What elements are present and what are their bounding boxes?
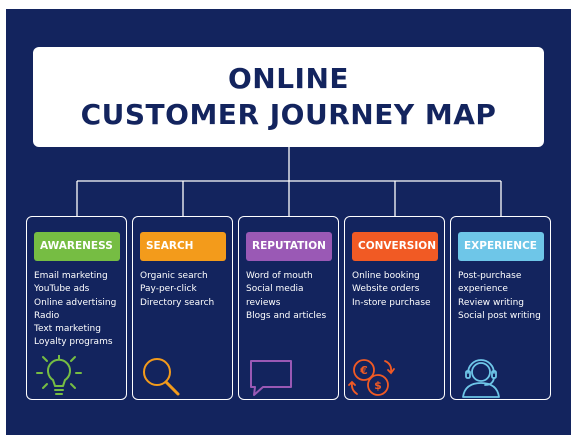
title-box: ONLINE CUSTOMER JOURNEY MAP: [33, 47, 544, 147]
stage-items-reputation: Word of mouth Social media reviews Blogs…: [246, 270, 338, 323]
list-item: Loyalty programs: [34, 337, 113, 348]
list-item: Online booking: [352, 271, 420, 281]
stage-label-awareness: AWARENESS: [34, 232, 120, 261]
lightbulb-icon: [36, 355, 82, 395]
list-item: Blogs and articles: [246, 310, 327, 321]
stage-card-search: SEARCH Organic search Pay-per-click Dire…: [132, 216, 233, 400]
stage-label-experience: EXPERIENCE: [458, 232, 544, 261]
list-item: Directory search: [140, 297, 215, 308]
list-item: In-store purchase: [352, 297, 431, 308]
list-item: Social post writing: [458, 310, 541, 321]
stage-card-awareness: AWARENESS Email marketing YouTube ads On…: [26, 216, 127, 400]
list-item: Post-purchase: [458, 271, 522, 281]
stage-label-search: SEARCH: [140, 232, 226, 261]
stage-label-conversion: CONVERSION: [352, 232, 438, 261]
list-item: reviews: [246, 297, 281, 308]
stage-card-conversion: CONVERSION Online booking Website orders…: [344, 216, 445, 400]
list-item: Website orders: [352, 284, 420, 295]
list-item: experience: [458, 284, 508, 295]
stage-card-experience: EXPERIENCE Post-purchase experience Revi…: [450, 216, 551, 400]
stage-label-reputation: REPUTATION: [246, 232, 332, 261]
list-item: Radio: [34, 310, 60, 321]
list-item: Online advertising: [34, 297, 117, 308]
list-item: Organic search: [140, 271, 208, 281]
list-item: Review writing: [458, 297, 524, 308]
list-item: Pay-per-click: [140, 284, 197, 295]
svg-text:€: €: [359, 364, 368, 377]
title-line-1: ONLINE: [227, 62, 350, 95]
svg-text:$: $: [374, 379, 382, 392]
list-item: Word of mouth: [246, 271, 313, 281]
list-item: Text marketing: [34, 324, 101, 335]
connector-lines: [76, 147, 502, 216]
stage-items-search: Organic search Pay-per-click Directory s…: [140, 270, 232, 310]
stage-items-experience: Post-purchase experience Review writing …: [458, 270, 550, 323]
magnifier-icon: [143, 358, 180, 396]
speech-bubble-icon: [250, 360, 292, 396]
stage-items-conversion: Online booking Website orders In-store p…: [352, 270, 444, 310]
list-item: Social media: [246, 284, 304, 295]
stage-items-awareness: Email marketing YouTube ads Online adver…: [34, 270, 126, 350]
list-item: Email marketing: [34, 271, 108, 281]
stage-card-reputation: REPUTATION Word of mouth Social media re…: [238, 216, 339, 400]
currency-exchange-icon: € $: [348, 359, 395, 396]
headset-agent-icon: [462, 359, 500, 398]
list-item: YouTube ads: [34, 284, 90, 295]
title-line-2: CUSTOMER JOURNEY MAP: [80, 98, 497, 131]
journey-map-canvas: ONLINE CUSTOMER JOURNEY MAP AWARENESS Em…: [6, 9, 571, 435]
